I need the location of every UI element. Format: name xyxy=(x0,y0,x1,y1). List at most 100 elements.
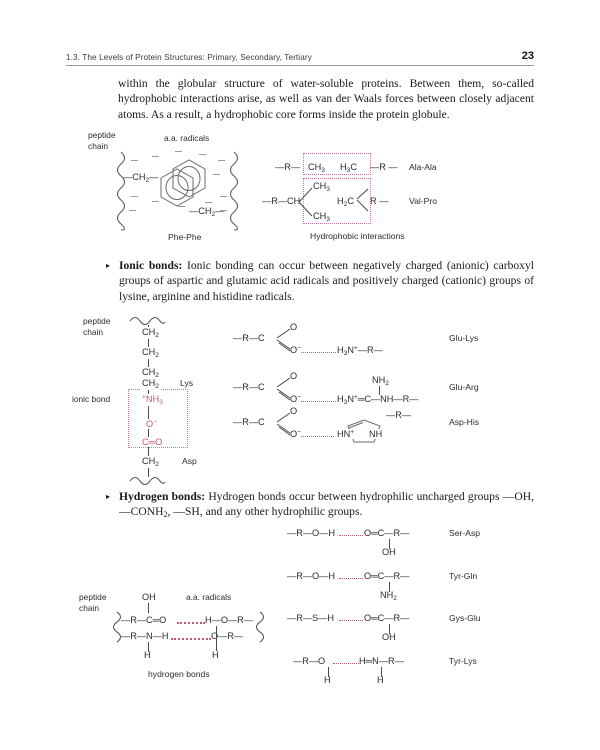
asp-his-carboxyl: —R—C xyxy=(233,417,265,427)
label-peptide-chain-line1: peptide xyxy=(88,130,116,140)
pair-label-glu-arg: Glu-Arg xyxy=(449,382,479,392)
glu-lys-carboxyl-bonds xyxy=(276,328,291,352)
tyr-lys-donor: —R—O xyxy=(293,656,326,666)
caption-hydrophobic-interactions: Hydrophobic interactions xyxy=(310,231,405,241)
ionic-residue-ch2-3: CH2 xyxy=(140,367,161,379)
hbond-left-row2-right: O—R— xyxy=(211,631,244,641)
formula-sh: —SH, xyxy=(173,505,203,519)
ionic-residue-ch2-1: CH2 xyxy=(140,327,161,339)
asp-his-ring-nh-left: HN+ xyxy=(336,429,356,439)
hbond-left-oh-bond xyxy=(148,603,149,613)
bullet-marker-hydrogen: ▸ xyxy=(106,492,111,501)
bullet-text-ionic: Ionic bonding can occur between negative… xyxy=(119,259,534,303)
caption-hydrogen-bonds: hydrogen bonds xyxy=(148,669,210,679)
ionic-chain-squiggle-bottom xyxy=(129,476,166,486)
ionic-label-lys: Lys xyxy=(180,378,194,388)
ionic-contact-dots-glu-arg xyxy=(301,401,336,402)
hbond-dots-row2 xyxy=(171,638,211,640)
peptide-chain-squiggle-right xyxy=(229,151,239,231)
vdw-dash xyxy=(178,206,185,207)
hydrophobic-box-val-pro xyxy=(303,178,371,224)
ionic-residue-ch2-5: CH2 xyxy=(140,456,161,468)
label-peptide-chain-line2: chain xyxy=(88,141,109,151)
glu-arg-o-minus: O− xyxy=(290,394,302,404)
vdw-dash xyxy=(131,196,138,197)
hbond-left-h2-bond xyxy=(216,626,217,651)
tyr-lys-acceptor: H═N—R— xyxy=(359,656,404,666)
val-pro-left-chain: —R—CH xyxy=(262,196,301,206)
val-pro-right-chain: R — xyxy=(370,196,389,206)
tyr-lys-left-bond xyxy=(328,667,329,677)
pro-methylene: H2C xyxy=(337,196,354,208)
ionic-label-peptide-chain-line1: peptide xyxy=(83,316,111,326)
hbond-label-peptide-chain-line2: chain xyxy=(79,603,100,613)
phe-left-methylene: —CH2— xyxy=(123,172,159,184)
hbond-dots-ser-asp xyxy=(339,535,363,536)
ionic-label-ionic-bond: ionic bond xyxy=(72,394,111,404)
ser-asp-substituent: OH xyxy=(382,547,396,557)
hbond-left-h2: H xyxy=(212,650,219,660)
asp-his-o-minus: O− xyxy=(290,429,302,439)
glu-arg-carboxyl: —R—C xyxy=(233,382,265,392)
glu-lys-o-minus: O− xyxy=(290,345,302,355)
tyr-lys-sub-left: H xyxy=(324,675,331,685)
pair-label-glu-lys: Glu-Lys xyxy=(449,333,479,343)
vdw-dash xyxy=(131,160,138,161)
glu-lys-carboxyl: —R—C xyxy=(233,333,265,343)
pair-label-ala-ala: Ala-Ala xyxy=(409,162,437,172)
ionic-label-asp: Asp xyxy=(182,456,197,466)
asp-his-carboxyl-bonds xyxy=(276,412,291,436)
hbond-squiggle-right xyxy=(255,611,265,643)
pair-label-val-pro: Val-Pro xyxy=(409,196,438,206)
ser-asp-donor: —R—O—H xyxy=(287,528,335,538)
hbond-left-h1: H xyxy=(144,650,151,660)
hbond-dots-tyr-lys xyxy=(333,663,359,664)
glu-lys-o-double: O xyxy=(290,322,298,332)
label-aa-radicals: a.a. radicals xyxy=(164,133,210,143)
benzene-rings-overlapping xyxy=(160,159,206,207)
asp-his-ring-chain: —R— xyxy=(386,410,412,420)
bullet-text-hydrogen-after: and any other hydrophilic groups. xyxy=(202,505,363,519)
tyr-lys-sub-right: H xyxy=(377,675,384,685)
ionic-residue-ch2-2: CH2 xyxy=(140,347,161,359)
ionic-residue-o-minus: O− xyxy=(144,419,160,429)
glu-arg-guanidinium: H3N+═C—NH—R— xyxy=(337,394,419,406)
ala-ala-left-methyl: CH3 xyxy=(308,162,325,174)
asp-his-o-double: O xyxy=(290,406,298,416)
vdw-dash xyxy=(129,210,136,211)
val-branch-bottom-methyl: CH3 xyxy=(313,211,330,223)
glu-lys-ammonium: H3N+—R— xyxy=(337,345,383,357)
page-number: 23 xyxy=(521,50,534,62)
vdw-dash xyxy=(199,154,206,155)
gys-glu-donor: —R—S—H xyxy=(287,613,334,623)
ionic-residue-carbonyl: C═O xyxy=(141,437,164,447)
phe-right-methylene: —CH2— xyxy=(189,206,225,218)
bullet-term-hydrogen: Hydrogen bonds: xyxy=(119,490,206,503)
ala-ala-right-chain: —R — xyxy=(370,162,398,172)
tyr-lys-right-bond xyxy=(381,667,382,677)
ionic-contact-dots-asp-his xyxy=(301,436,334,437)
glu-arg-o-double: O xyxy=(290,371,298,381)
bullet-text-hydrogen-before: Hydrogen bonds occur between hydrophilic… xyxy=(205,490,503,503)
ser-asp-acceptor: O═C—R— xyxy=(364,528,410,538)
intro-paragraph: within the globular structure of water-s… xyxy=(118,77,534,121)
gys-glu-sub-bond xyxy=(389,624,390,634)
hbond-squiggle-left xyxy=(112,611,122,643)
vdw-dash xyxy=(175,151,182,152)
hbond-left-h1-bond xyxy=(148,642,149,652)
tyr-gln-donor: —R—O—H xyxy=(287,571,335,581)
formula-conh2: —CONH2, xyxy=(119,505,171,520)
vdw-dash xyxy=(218,160,225,161)
pair-label-asp-his: Asp-His xyxy=(449,417,480,427)
running-head-title: 1.3. The Levels of Protein Structures: P… xyxy=(66,53,312,62)
ser-asp-sub-bond xyxy=(389,539,390,549)
bullet-term-ionic: Ionic bonds: xyxy=(119,259,183,272)
vdw-dash xyxy=(205,202,212,203)
gys-glu-acceptor: O═C—R— xyxy=(364,613,410,623)
pair-label-gys-glu: Gys-Glu xyxy=(449,613,481,623)
gys-glu-substituent: OH xyxy=(382,632,396,642)
ala-ala-left-chain: —R— xyxy=(275,162,301,172)
vdw-dash xyxy=(220,210,227,211)
hbond-dots-gys-glu xyxy=(339,620,363,621)
